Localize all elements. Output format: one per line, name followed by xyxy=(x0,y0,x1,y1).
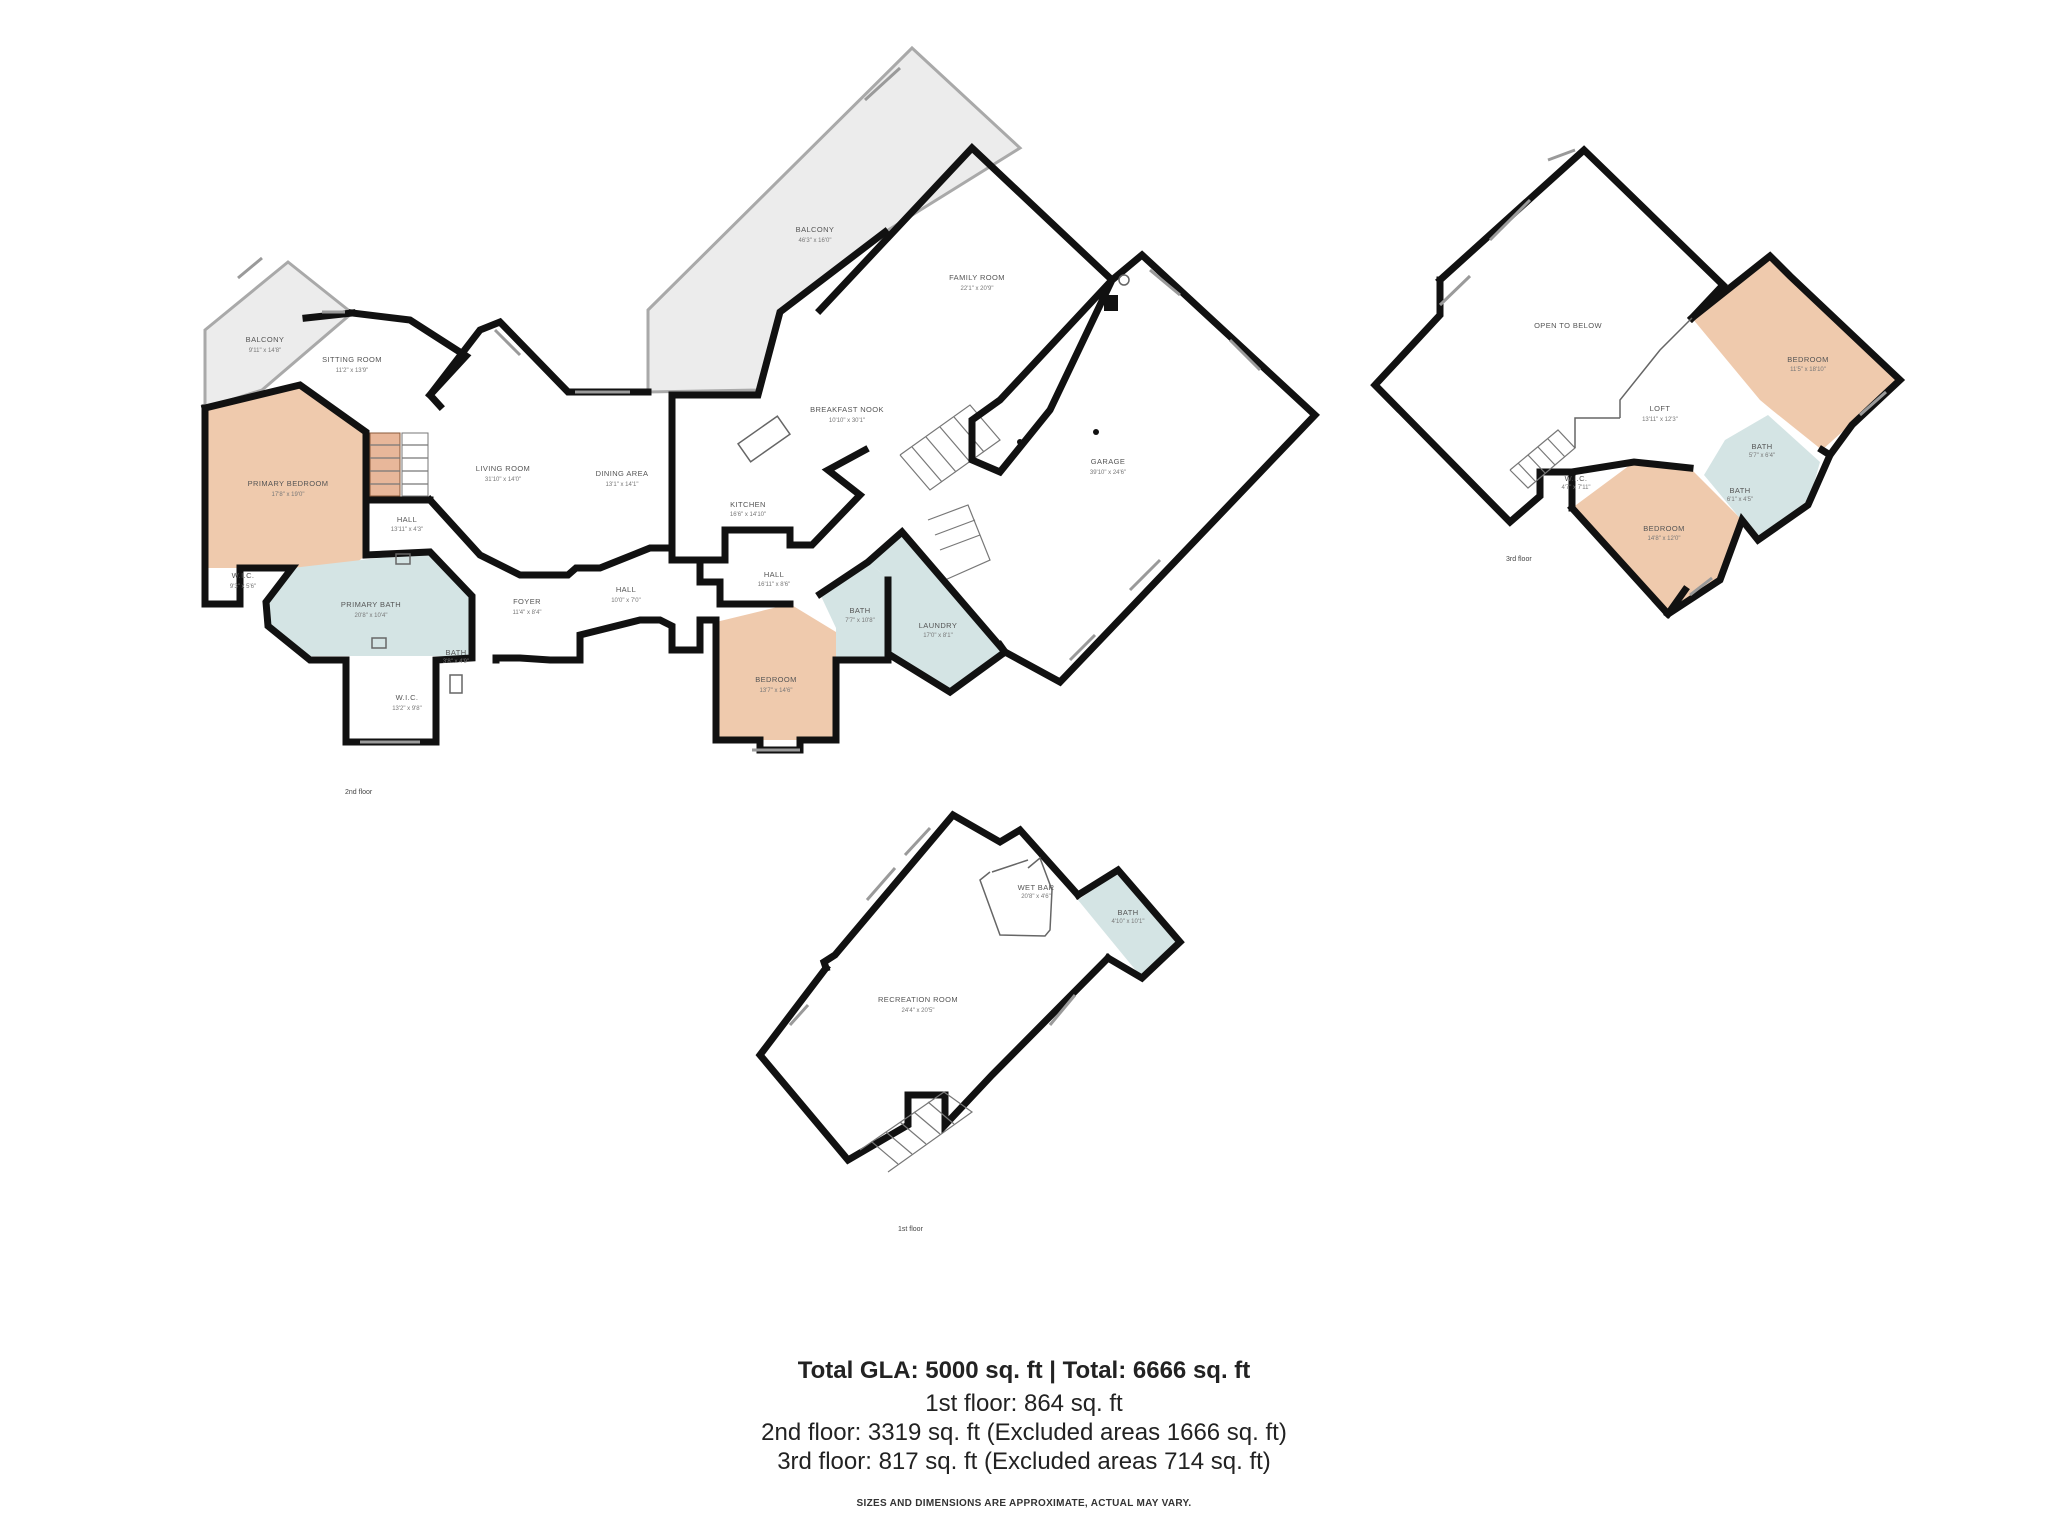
total-area-summary: Total GLA: 5000 sq. ft | Total: 6666 sq.… xyxy=(797,1357,1251,1384)
first-floor-plan: WET BAR 20'8" x 4'6" BATH 4'10" x 10'1" … xyxy=(755,810,1185,1233)
third-floor-area: 3rd floor: 817 sq. ft (Excluded areas 71… xyxy=(777,1448,1271,1475)
walls-2nd-center xyxy=(425,495,794,608)
label-bedroom-2nd: BEDROOM xyxy=(755,675,797,684)
dim-balcony-large: 46'3" x 16'0" xyxy=(799,238,832,244)
dim-hall-center: 10'0" x 7'0" xyxy=(611,598,641,604)
stairs-3rd-floor xyxy=(1509,317,1693,489)
walls-3rd-floor xyxy=(1435,145,1728,323)
walls-2nd-primary-wing xyxy=(201,404,476,746)
label-recreation-room: RECREATION ROOM xyxy=(878,995,958,1004)
dim-primary-bedroom: 17'8" x 19'0" xyxy=(272,492,305,498)
first-floor-labels: WET BAR 20'8" x 4'6" BATH 4'10" x 10'1" … xyxy=(878,883,1144,1233)
first-floor-area: 1st floor: 864 sq. ft xyxy=(925,1390,1123,1417)
disclaimer-text: SIZES AND DIMENSIONS ARE APPROXIMATE, AC… xyxy=(856,1498,1192,1509)
floor-label-first: 1st floor xyxy=(898,1226,924,1233)
walls-2nd-kitchen xyxy=(668,227,890,564)
dim-family-room: 22'1" x 20'9" xyxy=(961,286,994,292)
walls-1st-floor xyxy=(819,810,1083,973)
label-foyer: FOYER xyxy=(513,597,541,606)
dim-balcony-small: 9'11" x 14'8" xyxy=(249,348,281,354)
laundry-area xyxy=(868,532,1005,692)
third-floor-plan: OPEN TO BELOW BEDROOM 11'5" x 18'10" LOF… xyxy=(1370,145,1906,619)
dim-garage: 39'10" x 24'6" xyxy=(1090,470,1126,476)
label-garage: GARAGE xyxy=(1091,457,1126,466)
label-wic-left: W.I.C. xyxy=(232,571,255,580)
label-open-to-below: OPEN TO BELOW xyxy=(1534,321,1602,330)
dim-primary-bath: 20'8" x 10'4" xyxy=(355,613,388,619)
stairs-1st-floor xyxy=(859,1091,974,1173)
dim-bedroom-2nd: 13'7" x 14'6" xyxy=(760,688,793,694)
dim-kitchen: 16'6" x 14'10" xyxy=(730,512,766,518)
walls-2nd-family-room xyxy=(815,143,1320,687)
garage-post xyxy=(1104,295,1118,311)
dim-sitting-room: 11'2" x 13'9" xyxy=(336,368,368,374)
dim-recreation-room: 24'4" x 20'5" xyxy=(902,1008,935,1014)
dim-wic-left: 9'3" x 5'6" xyxy=(230,584,256,590)
dim-hall-right: 16'11" x 8'6" xyxy=(758,582,790,588)
label-living-room: LIVING ROOM xyxy=(476,464,530,473)
dim-bath-3rd-b: 6'1" x 4'5" xyxy=(1727,497,1753,503)
dim-bath-small: 3'8" x 4'9" xyxy=(443,659,469,665)
label-dining-area: DINING AREA xyxy=(596,469,649,478)
label-bath-3rd-b: BATH xyxy=(1729,486,1750,495)
bedroom-3rd-right-area xyxy=(1692,256,1900,450)
second-floor-labels: BALCONY 9'11" x 14'8" SITTING ROOM 11'2"… xyxy=(230,225,1126,796)
primary-bath-area xyxy=(266,552,472,656)
label-hall-left: HALL xyxy=(397,515,417,524)
label-balcony-small: BALCONY xyxy=(246,335,285,344)
label-laundry: LAUNDRY xyxy=(919,621,958,630)
label-primary-bath: PRIMARY BATH xyxy=(341,600,401,609)
label-bath-3rd-a: BATH xyxy=(1751,442,1772,451)
label-bath-small: BATH xyxy=(445,648,466,657)
label-hall-center: HALL xyxy=(616,585,636,594)
dim-bath-3rd-a: 5'7" x 6'4" xyxy=(1749,453,1775,459)
label-hall-right: HALL xyxy=(764,570,784,579)
bath-1st-area xyxy=(1078,872,1178,978)
balcony-large-area xyxy=(646,45,1023,394)
dim-living-room: 31'10" x 14'0" xyxy=(485,477,521,483)
stairs-2nd-floor xyxy=(369,404,1001,581)
label-kitchen: KITCHEN xyxy=(730,500,766,509)
second-floor-area: 2nd floor: 3319 sq. ft (Excluded areas 1… xyxy=(761,1419,1287,1446)
dim-wic-lower: 13'2" x 9'8" xyxy=(392,706,422,712)
dim-hall-left: 13'11" x 4'3" xyxy=(391,527,423,533)
floor-label-third: 3rd floor xyxy=(1506,556,1532,563)
bath-3rd-area xyxy=(1704,415,1820,540)
label-wic-lower: W.I.C. xyxy=(396,693,419,702)
label-wic-3rd: W.I.C. xyxy=(1565,474,1588,483)
label-sitting-room: SITTING ROOM xyxy=(322,355,382,364)
label-bedroom-3rd-left: BEDROOM xyxy=(1643,524,1685,533)
second-floor-plan: BALCONY 9'11" x 14'8" SITTING ROOM 11'2"… xyxy=(200,45,1320,796)
label-balcony-large: BALCONY xyxy=(796,225,835,234)
dim-breakfast-nook: 10'10" x 30'1" xyxy=(829,418,865,424)
primary-bedroom-area xyxy=(205,385,366,568)
dim-loft: 13'11" x 12'3" xyxy=(1642,417,1678,423)
bedroom-2nd-area xyxy=(716,604,836,740)
label-primary-bedroom: PRIMARY BEDROOM xyxy=(248,479,329,488)
label-wet-bar: WET BAR xyxy=(1018,883,1055,892)
label-bath-2nd: BATH xyxy=(849,606,870,615)
label-loft: LOFT xyxy=(1650,404,1671,413)
balcony-small-area xyxy=(203,260,355,411)
label-bedroom-3rd-right: BEDROOM xyxy=(1787,355,1829,364)
bedroom-3rd-left-area xyxy=(1572,462,1742,614)
dim-wic-3rd: 4'7" x 7'11" xyxy=(1561,485,1590,491)
dim-laundry: 17'0" x 8'1" xyxy=(923,633,953,639)
dim-bath-2nd: 7'7" x 10'8" xyxy=(845,618,875,624)
floor-label-second: 2nd floor xyxy=(345,789,373,796)
label-breakfast-nook: BREAKFAST NOOK xyxy=(810,405,884,414)
dim-wet-bar: 20'8" x 4'6" xyxy=(1021,894,1051,900)
dim-bedroom-3rd-right: 11'5" x 18'10" xyxy=(1790,367,1826,373)
label-bath-1st: BATH xyxy=(1117,908,1138,917)
label-family-room: FAMILY ROOM xyxy=(949,273,1005,282)
dim-bath-1st: 4'10" x 10'1" xyxy=(1112,919,1145,925)
third-floor-labels: OPEN TO BELOW BEDROOM 11'5" x 18'10" LOF… xyxy=(1506,321,1829,563)
dim-foyer: 11'4" x 8'4" xyxy=(512,610,541,616)
dim-dining-area: 13'1" x 14'1" xyxy=(606,482,639,488)
dim-bedroom-3rd-left: 14'8" x 12'0" xyxy=(1648,536,1681,542)
